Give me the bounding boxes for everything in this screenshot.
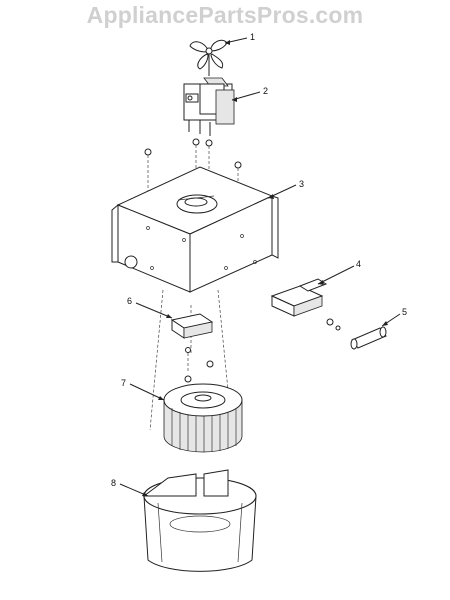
callout-3: 3 bbox=[267, 179, 304, 199]
callout-4: 4 bbox=[317, 259, 361, 285]
callout-1: 1 bbox=[224, 32, 255, 45]
part-2-motor[interactable] bbox=[183, 77, 235, 136]
part-7-blower-wheel[interactable] bbox=[163, 375, 243, 453]
callout-6: 6 bbox=[127, 296, 173, 319]
part-6-mount-bracket[interactable] bbox=[170, 313, 214, 372]
callout-7: 7 bbox=[121, 378, 165, 401]
svg-text:3: 3 bbox=[299, 179, 304, 189]
svg-text:2: 2 bbox=[263, 86, 268, 96]
watermark-text: AppliancePartsPros.com bbox=[86, 2, 364, 28]
svg-text:8: 8 bbox=[111, 478, 116, 488]
callout-5: 5 bbox=[381, 307, 407, 327]
svg-text:6: 6 bbox=[127, 296, 132, 306]
svg-text:1: 1 bbox=[250, 32, 255, 42]
callout-2: 2 bbox=[231, 86, 268, 102]
callout-8: 8 bbox=[111, 478, 149, 497]
svg-text:7: 7 bbox=[121, 378, 126, 388]
part-1-fan-blade[interactable] bbox=[189, 39, 228, 76]
part-5-fuse[interactable] bbox=[326, 318, 387, 350]
part-8-blower-housing[interactable] bbox=[142, 469, 257, 572]
svg-text:4: 4 bbox=[356, 259, 361, 269]
part-4-bracket[interactable] bbox=[270, 278, 328, 317]
part-3-fan-bracket[interactable] bbox=[111, 166, 279, 293]
svg-text:5: 5 bbox=[402, 307, 407, 317]
